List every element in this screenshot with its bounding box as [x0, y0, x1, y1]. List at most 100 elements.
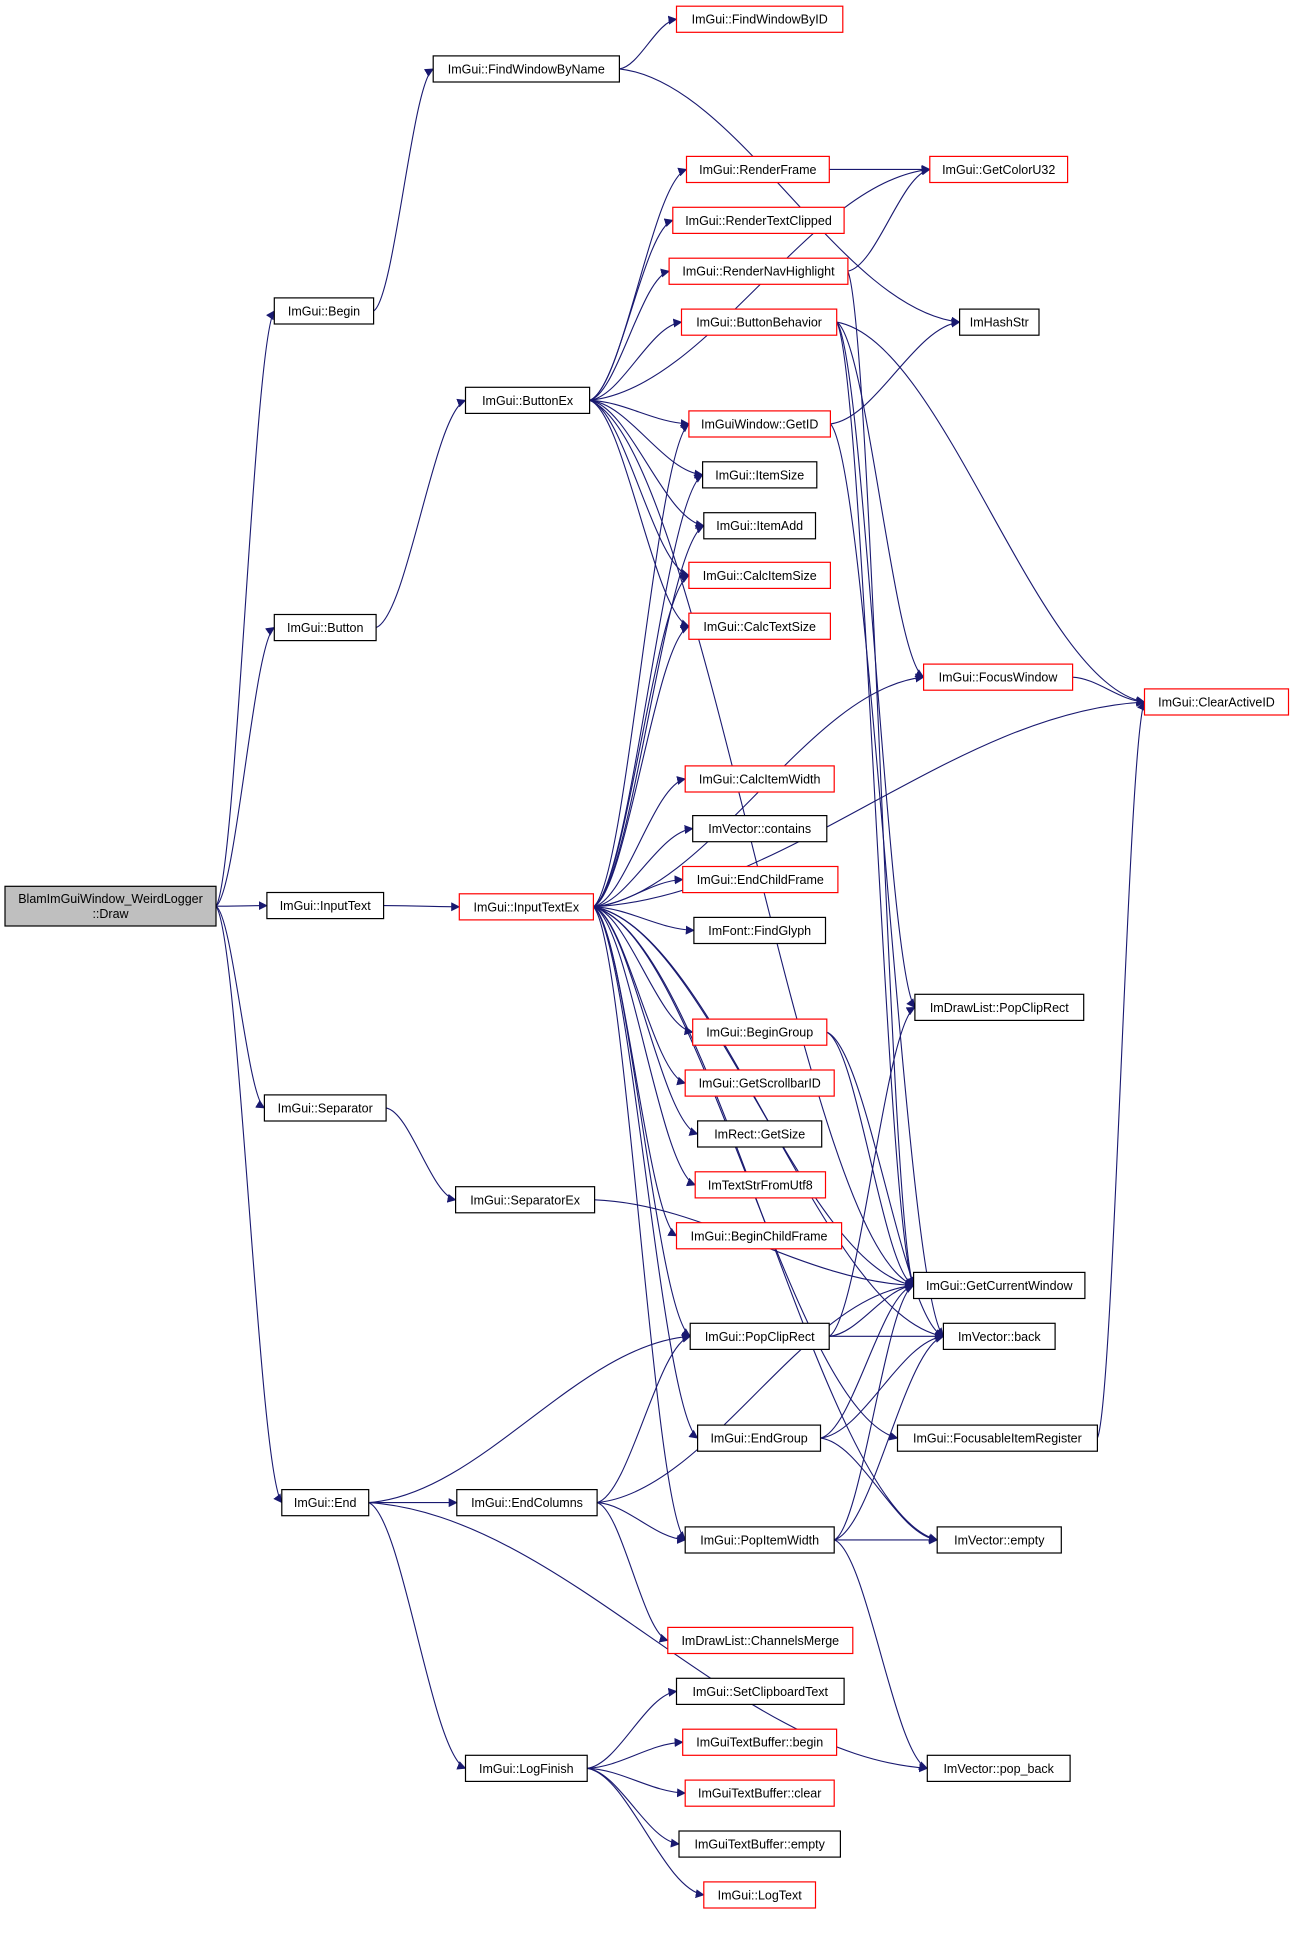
- node-box: [688, 612, 832, 640]
- node-endcolumns[interactable]: ImGui::EndColumns: [456, 1488, 598, 1517]
- node-box: [692, 814, 828, 843]
- node-focuswindow[interactable]: ImGui::FocusWindow: [922, 663, 1074, 691]
- edge-buttonex-to-buttonbehavior: [589, 318, 683, 401]
- node-calcitemwidth[interactable]: ImGui::CalcItemWidth: [684, 765, 835, 793]
- edge-buttonbehavior-to-getcurrentwindow: [836, 321, 915, 1287]
- node-separatorex[interactable]: ImGui::SeparatorEx: [455, 1186, 596, 1214]
- node-getcurrentwindow[interactable]: ImGui::GetCurrentWindow: [912, 1271, 1086, 1300]
- node-findglyph[interactable]: ImFont::FindGlyph: [693, 916, 827, 945]
- node-renderframe[interactable]: ImGui::RenderFrame: [685, 155, 830, 184]
- node-textstrfromutf8[interactable]: ImTextStrFromUtf8: [694, 1171, 827, 1199]
- node-box: [1143, 688, 1290, 716]
- node-rendertextclipped[interactable]: ImGui::RenderTextClipped: [672, 206, 845, 235]
- node-popcliprect[interactable]: ImGui::PopClipRect: [689, 1322, 830, 1351]
- node-begingroup[interactable]: ImGui::BeginGroup: [692, 1018, 828, 1046]
- node-findbyid[interactable]: ImGui::FindWindowByID: [675, 5, 844, 33]
- node-tbclear[interactable]: ImGuiTextBuffer::clear: [684, 1779, 835, 1807]
- node-popitemwidth[interactable]: ImGui::PopItemWidth: [684, 1526, 835, 1554]
- node-logtext[interactable]: ImGui::LogText: [703, 1881, 817, 1909]
- node-vecback[interactable]: ImVector::back: [942, 1322, 1056, 1351]
- node-endchildframe[interactable]: ImGui::EndChildFrame: [682, 865, 839, 894]
- node-logfinish[interactable]: ImGui::LogFinish: [464, 1754, 588, 1783]
- node-calctextsize[interactable]: ImGui::CalcTextSize: [688, 612, 832, 640]
- node-buttonex[interactable]: ImGui::ButtonEx: [464, 386, 591, 414]
- node-box: [266, 891, 385, 920]
- node-getid[interactable]: ImGuiWindow::GetID: [688, 410, 832, 438]
- node-imhashstr[interactable]: ImHashStr: [958, 308, 1040, 336]
- node-endgroup[interactable]: ImGui::EndGroup: [696, 1424, 822, 1452]
- node-label: ImGui::SeparatorEx: [470, 1193, 581, 1207]
- node-box: [684, 1526, 835, 1554]
- node-itemadd[interactable]: ImGui::ItemAdd: [703, 512, 817, 540]
- node-box: [926, 1754, 1071, 1783]
- node-box: [668, 257, 849, 285]
- node-calcitemsize[interactable]: ImGui::CalcItemSize: [688, 561, 832, 589]
- node-clearactiveid[interactable]: ImGui::ClearActiveID: [1143, 688, 1290, 716]
- node-getsize[interactable]: ImRect::GetSize: [696, 1120, 823, 1148]
- edge-button-to-buttonex: [375, 398, 467, 629]
- node-beginchildframe[interactable]: ImGui::BeginChildFrame: [675, 1222, 843, 1250]
- edge-begingroup-to-vecback: [826, 1031, 945, 1338]
- node-separator[interactable]: ImGui::Separator: [263, 1094, 387, 1122]
- edge-end-to-popcliprect: [368, 1332, 692, 1504]
- node-label: ImRect::GetSize: [714, 1128, 805, 1142]
- node-inputtext[interactable]: ImGui::InputText: [266, 891, 385, 920]
- edge-inputtextex-to-getid: [593, 423, 690, 908]
- edge-inputtextex-to-itemadd: [593, 525, 705, 908]
- edge-buttonex-to-itemsize: [589, 399, 704, 479]
- node-button[interactable]: ImGui::Button: [273, 613, 377, 642]
- node-end[interactable]: ImGui::End: [281, 1488, 370, 1517]
- edge-inputtext-to-inputtextex: [383, 902, 461, 912]
- edge-buttonbehavior-to-dlpopcliprect: [836, 321, 916, 1009]
- edge-buttonex-to-calctextsize: [589, 399, 690, 629]
- node-box: [703, 512, 817, 540]
- node-label: ImFont::FindGlyph: [708, 924, 811, 938]
- edge-popcliprect-to-dlpopcliprect: [828, 1006, 916, 1337]
- node-begin[interactable]: ImGui::Begin: [273, 297, 375, 325]
- node-label: ImHashStr: [970, 316, 1029, 330]
- node-box: [694, 1171, 827, 1199]
- node-rendernavhighlight[interactable]: ImGui::RenderNavHighlight: [668, 257, 849, 285]
- node-vecpopback[interactable]: ImVector::pop_back: [926, 1754, 1071, 1783]
- node-getscrollbarid[interactable]: ImGui::GetScrollbarID: [684, 1069, 835, 1097]
- edge-root-to-button: [215, 626, 276, 907]
- node-box: [458, 893, 594, 921]
- edge-buttonex-to-rendernavhighlight: [589, 268, 670, 401]
- node-tbbegin[interactable]: ImGuiTextBuffer::begin: [682, 1728, 838, 1756]
- node-root[interactable]: BlamImGuiWindow_WeirdLogger::Draw: [4, 885, 217, 927]
- node-vecempty[interactable]: ImVector::empty: [936, 1526, 1062, 1554]
- edge-end-to-logfinish: [368, 1502, 467, 1770]
- edge-rendernavhighlight-to-getcoloru32: [847, 166, 931, 272]
- node-label: ImGui::LogText: [718, 1888, 803, 1902]
- node-tbempty[interactable]: ImGuiTextBuffer::empty: [678, 1830, 841, 1858]
- node-buttonbehavior[interactable]: ImGui::ButtonBehavior: [680, 308, 838, 336]
- edge-popitemwidth-to-vecback: [834, 1334, 945, 1541]
- node-box: [464, 386, 591, 414]
- node-findbyname[interactable]: ImGui::FindWindowByName: [432, 55, 621, 83]
- node-label: ImGui::RenderTextClipped: [685, 214, 832, 228]
- nodes-layer: BlamImGuiWindow_WeirdLogger::DrawImGui::…: [4, 5, 1290, 1909]
- edge-root-to-begin: [215, 310, 275, 907]
- node-label: ImGui::EndColumns: [471, 1496, 583, 1510]
- node-label: BlamImGuiWindow_WeirdLogger: [18, 892, 203, 906]
- node-label: ImGui::Separator: [278, 1101, 373, 1115]
- node-inputtextex[interactable]: ImGui::InputTextEx: [458, 893, 594, 921]
- node-focusableitemregister[interactable]: ImGui::FocusableItemRegister: [896, 1424, 1098, 1452]
- node-label: ImGui::ItemSize: [715, 468, 804, 482]
- node-box: [693, 916, 827, 945]
- edge-endgroup-to-vecback: [820, 1332, 945, 1439]
- edge-begingroup-to-getcurrentwindow: [826, 1031, 915, 1287]
- node-dlpopcliprect[interactable]: ImDrawList::PopClipRect: [914, 993, 1085, 1021]
- node-channelsmerge[interactable]: ImDrawList::ChannelsMerge: [667, 1626, 854, 1655]
- node-contains[interactable]: ImVector::contains: [692, 814, 828, 843]
- edge-begin-to-findbyname: [373, 68, 434, 312]
- edge-end-to-vecpopback: [368, 1502, 929, 1773]
- node-setclipboardtext[interactable]: ImGui::SetClipboardText: [675, 1677, 845, 1706]
- edge-buttonex-to-rendertextclipped: [589, 218, 674, 401]
- node-label: ImGui::LogFinish: [479, 1762, 574, 1776]
- node-label: ImGui::FocusableItemRegister: [913, 1432, 1082, 1446]
- node-label: ImGui::PopItemWidth: [700, 1533, 819, 1547]
- node-itemsize[interactable]: ImGui::ItemSize: [701, 461, 818, 489]
- node-getcoloru32[interactable]: ImGui::GetColorU32: [929, 155, 1069, 184]
- edge-inputtextex-to-begingroup: [593, 906, 694, 1036]
